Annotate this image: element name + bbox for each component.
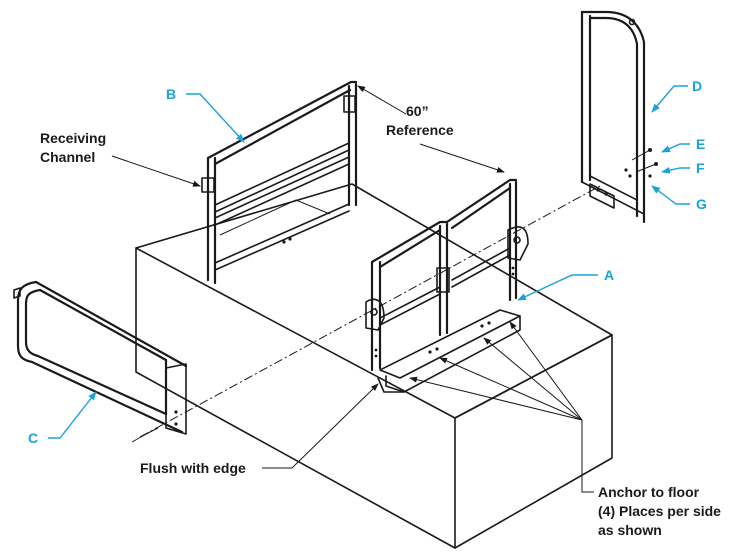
callout-e: E (696, 136, 705, 152)
receiving-channel-label-line2: Channel (40, 149, 95, 165)
black-leader-lines (111, 85, 594, 493)
callout-c: C (28, 430, 38, 446)
anchor-label-line1: Anchor to floor (598, 484, 700, 500)
flush-with-edge-label: Flush with edge (140, 460, 246, 476)
callout-a: A (604, 267, 614, 283)
callout-b: B (166, 86, 176, 102)
callout-leader-lines (48, 85, 690, 439)
receiving-channel-label-line1: Receiving (40, 130, 106, 146)
alignment-centerline (139, 185, 601, 438)
callout-d: D (692, 78, 702, 94)
reference-label-line2: Reference (386, 122, 454, 138)
reference-label-line1: 60” (406, 103, 429, 119)
railing-d (580, 10, 658, 224)
stair-unit-a (365, 178, 529, 393)
anchor-label-line3: as shown (598, 522, 662, 538)
callout-g: G (696, 196, 707, 212)
railing-b (201, 80, 358, 285)
anchor-label-line2: (4) Places per side (598, 503, 721, 519)
callout-f: F (696, 160, 705, 176)
stage-platform (135, 183, 613, 549)
railing-c (13, 280, 188, 443)
